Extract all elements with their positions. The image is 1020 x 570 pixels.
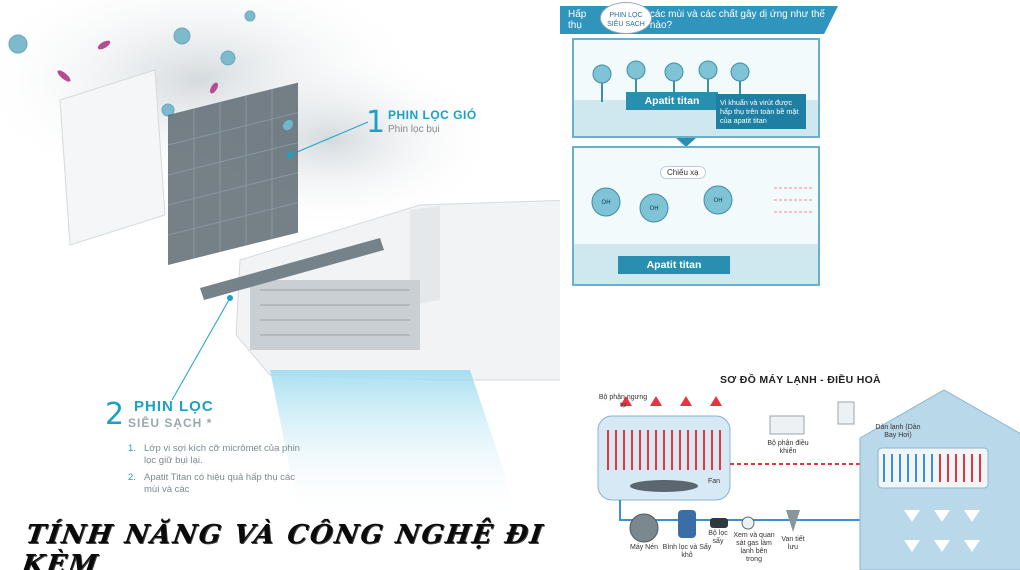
titan-uv-panel: OH OH OH Chiếu xạ Apatit titan [572,146,820,286]
condenser-label: Bộ phận ngưng tụ [598,394,648,409]
indoor-unit-label: Dàn lạnh (Dàn Bay Hơi) [875,424,921,439]
filter1-subtitle: Phin lọc bụi [388,124,440,135]
filter2-number: 2 [105,397,125,432]
virus-icon [8,10,256,117]
expansion-valve-label: Van tiết lưu [781,536,805,551]
dryer-tank-label: Bình lọc và Sấy khô [662,544,712,559]
feature-item: 2. Apatit Titan có hiệu quả hấp thụ các … [128,472,308,496]
filter-dryer-label: Bộ lọc sấy [708,530,728,545]
oh-radical-text: OH [713,197,722,204]
filter2-subtitle: SIÊU SẠCH * [128,416,213,430]
oh-radicals-illustration: OH OH OH [574,185,818,284]
oh-radical-text: OH [649,205,658,212]
compressor-label: Máy Nén [629,544,658,551]
arrow-down-icon [676,138,696,147]
filter1-number: 1 [366,105,386,140]
titan-filter-diagram: Hấp thụ các mùi và các chất gây dị ứng n… [560,0,1020,300]
feature-item: 1. Lớp vi sợi kích cỡ micrômet của phin … [128,443,308,467]
apatite-titan-label: Apatit titan [626,92,718,110]
filter2-title: PHIN LỌC [134,398,214,415]
features-banner: TÍNH NĂNG VÀ CÔNG NGHỆ ĐI KÈM [19,520,547,570]
feature-text: Lớp vi sợi kích cỡ micrômet của phin lọc… [144,443,300,466]
filter1-title: PHIN LỌC GIÓ [388,108,477,122]
question-suffix: các mùi và các chất gây dị ứng như thế n… [649,9,825,31]
product-area: 1 PHIN LỌC GIÓ Phin lọc bụi 2 PHIN LỌC S… [0,0,560,570]
super-clean-badge: PHIN LỌC SIÊU SẠCH [600,2,652,34]
schematic-title: SƠ ĐỒ MÁY LẠNH - ĐIỀU HOÀ [720,374,881,386]
sight-glass-label: Xem và quan sát gas làm lạnh bên trong [733,532,775,563]
super-clean-filter [200,238,384,300]
airflow [270,370,520,520]
titan-absorb-panel: Apatit titan Vi khuẩn và virút được hấp … [572,38,820,138]
feature-text: Apatit Titan có hiệu quả hấp thụ các mùi… [144,472,296,495]
oh-radical-text: OH [601,199,610,206]
filter2-feature-list: 1. Lớp vi sợi kích cỡ micrômet của phin … [128,443,308,501]
controller-label: Bộ phận điều khiển [767,440,809,455]
refrigeration-schematic: SƠ ĐỒ MÁY LẠNH - ĐIỀU HOÀ [560,360,1020,570]
uv-label: Chiếu xạ [660,166,706,179]
apatite-titan-label-2: Apatit titan [618,256,730,274]
schematic-drawing [597,389,1020,570]
dust-filter [168,82,298,265]
fan-label: Fan [707,478,721,485]
feature-number: 2. [128,472,136,483]
feature-number: 1. [128,443,136,454]
question-prefix: Hấp thụ [568,9,587,31]
absorb-note: Vi khuẩn và virút được hấp thụ trên toàn… [716,94,806,129]
air-conditioner-illustration [0,0,560,520]
